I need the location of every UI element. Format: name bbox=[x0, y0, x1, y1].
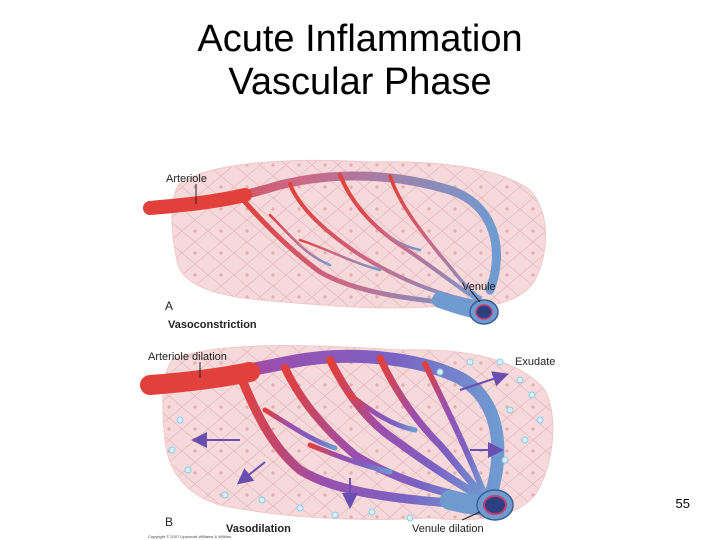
panel-b-tissue bbox=[162, 345, 554, 521]
panel-b-arteriole-label: Arteriole dilation bbox=[148, 351, 227, 363]
title-line-1: Acute Inflammation bbox=[197, 18, 523, 60]
panel-a-arteriole-label: Arteriole bbox=[166, 173, 207, 185]
panel-b-fluid-droplets bbox=[168, 358, 544, 522]
slide-title: Acute Inflammation Vascular Phase bbox=[0, 18, 720, 104]
copyright-notice: Copyright © 2007 Lippincott Williams & W… bbox=[148, 534, 232, 539]
panel-b-vasodilation: Arteriole dilation Exudate Venule dilati… bbox=[140, 345, 555, 539]
exudate-arrow-bottom-left bbox=[236, 461, 266, 485]
title-line-2: Vascular Phase bbox=[228, 61, 492, 103]
panel-a-letter: A bbox=[165, 299, 173, 313]
panel-a-venule-pointer bbox=[469, 289, 481, 303]
panel-b-caption: Vasodilation bbox=[226, 523, 291, 535]
panel-b-letter: B bbox=[165, 515, 173, 529]
panel-a-venule-label: Venule bbox=[462, 281, 496, 293]
panel-a-arteriole bbox=[143, 188, 252, 215]
panel-a-vasoconstriction: Arteriole Venule A Vasoconstriction bbox=[143, 159, 547, 331]
page-number: 55 bbox=[675, 496, 690, 511]
panel-b-exudate-label: Exudate bbox=[515, 356, 555, 368]
panel-b-exudate-arrows bbox=[191, 371, 509, 509]
exudate-arrow-top-right bbox=[459, 371, 509, 391]
panel-a-venule bbox=[432, 292, 499, 325]
panel-b-venule-label: Venule dilation bbox=[412, 523, 484, 535]
panel-b-venule bbox=[440, 489, 514, 521]
panel-b-venule-pointer bbox=[461, 511, 481, 521]
panel-b-arteriole bbox=[140, 362, 260, 395]
panel-a-caption: Vasoconstriction bbox=[168, 319, 257, 331]
